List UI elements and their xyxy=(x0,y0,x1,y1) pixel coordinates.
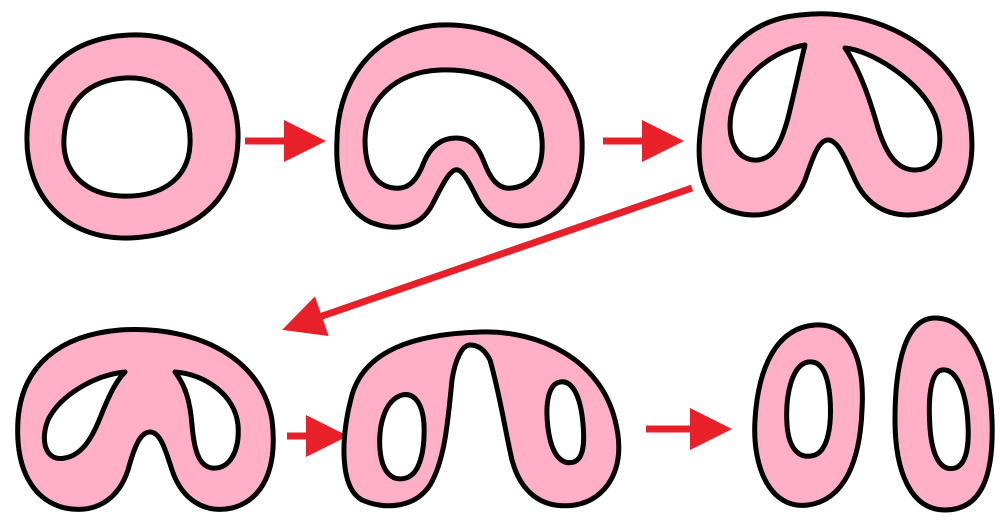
stage-4-tissue xyxy=(18,330,274,510)
stage-3-ring xyxy=(699,14,972,215)
stage-5-tissue xyxy=(344,332,619,506)
stage-3-tissue xyxy=(699,14,972,215)
stage-2-tissue xyxy=(337,25,582,227)
stage-2-ring xyxy=(337,25,582,227)
stage-6-right-tissue xyxy=(895,318,992,510)
stage-1-ring xyxy=(27,35,238,238)
stage-5-ring xyxy=(344,332,619,506)
stage-4-ring xyxy=(18,330,274,510)
stage-6-rings xyxy=(755,318,993,510)
stage-1-tissue xyxy=(27,35,238,238)
stage-6-left-tissue xyxy=(755,325,863,506)
